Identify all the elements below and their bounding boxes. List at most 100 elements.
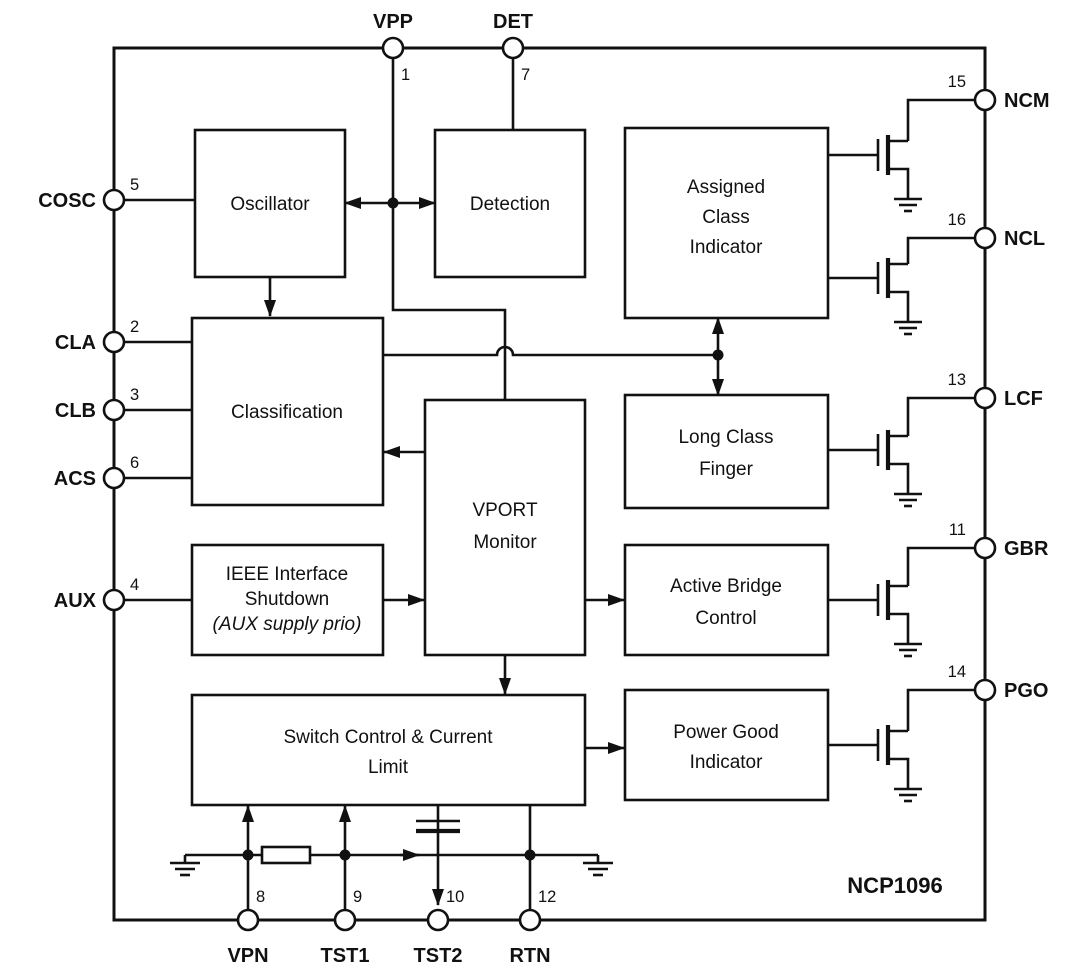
chip-name: NCP1096 [847, 873, 942, 898]
block-oscillator [193, 128, 347, 279]
wire-vpp-to-vport [391, 58, 507, 400]
pin-vpp [381, 36, 405, 60]
function-blocks: Oscillator Detection Assigned Class Indi… [190, 126, 830, 807]
pin-number-rtn: 12 [538, 888, 556, 906]
pin-number-tst1: 9 [353, 888, 362, 906]
block-aci-label-2: Class [702, 207, 750, 228]
block-long-class-finger [623, 393, 830, 510]
ground-symbol-right [581, 853, 615, 877]
block-vport-label-2: Monitor [473, 532, 537, 553]
block-classification [190, 316, 385, 507]
block-active-bridge-control [623, 543, 830, 657]
wire-drain-pgo [906, 688, 975, 731]
pin-tst1 [333, 908, 357, 932]
block-classification-label: Classification [231, 402, 343, 423]
pin-label-tst1: TST1 [321, 945, 370, 967]
mosfet-pgo [878, 725, 922, 801]
ground-symbol-left [168, 853, 202, 877]
wire-drain-ncl [906, 236, 975, 264]
block-oscillator-label: Oscillator [230, 194, 310, 215]
block-pgi-label-2: Indicator [690, 752, 764, 773]
block-aci-label-1: Assigned [687, 177, 765, 198]
output-transistors [878, 135, 922, 801]
pin-number-lcf: 13 [948, 371, 966, 389]
block-detection [433, 128, 587, 279]
block-lcf-label-2: Finger [699, 459, 754, 480]
junction-dot [712, 349, 724, 361]
block-vport-label-1: VPORT [472, 500, 538, 521]
pin-acs [102, 466, 126, 490]
pin-number-clb: 3 [130, 386, 139, 404]
pin-pgo [973, 678, 997, 702]
pin-label-ncm: NCM [1004, 90, 1050, 112]
pin-number-acs: 6 [130, 454, 139, 472]
pin-label-clb: CLB [55, 400, 96, 422]
wire-classification-bus [383, 345, 718, 357]
block-lcf-label-1: Long Class [678, 427, 773, 448]
pin-cla [102, 330, 126, 354]
pin-rtn [518, 908, 542, 932]
pin-number-det: 7 [521, 66, 530, 84]
pin-label-gbr: GBR [1004, 538, 1049, 560]
pin-number-vpn: 8 [256, 888, 265, 906]
block-abc-label-1: Active Bridge [670, 576, 782, 597]
junction-dots [242, 197, 724, 861]
block-power-good-indicator [623, 688, 830, 802]
block-detection-label: Detection [470, 194, 550, 215]
pin-label-lcf: LCF [1004, 388, 1043, 410]
pin-ncm [973, 88, 997, 112]
pin-label-ncl: NCL [1004, 228, 1045, 250]
block-switch-label-1: Switch Control & Current [283, 727, 493, 748]
block-ieee-label-1: IEEE Interface [226, 564, 349, 585]
pin-circles [102, 36, 997, 932]
pin-number-ncm: 15 [948, 73, 966, 91]
mosfet-gbr [878, 580, 922, 656]
block-aci-label-3: Indicator [690, 237, 764, 258]
pin-label-rtn: RTN [509, 945, 550, 967]
pin-label-det: DET [493, 11, 533, 33]
block-ieee-label-3: (AUX supply prio) [213, 614, 362, 635]
wire-drain-lcf [906, 396, 975, 436]
pin-label-aux: AUX [54, 590, 97, 612]
block-vport-monitor [423, 398, 587, 657]
mosfet-ncl [878, 258, 922, 334]
pin-number-tst2: 10 [446, 888, 464, 906]
resistor [260, 845, 312, 865]
pin-number-pgo: 14 [948, 663, 966, 681]
pin-lcf [973, 386, 997, 410]
junction-dot [339, 849, 351, 861]
block-abc-label-2: Control [695, 608, 756, 629]
pin-number-cla: 2 [130, 318, 139, 336]
junction-dot [524, 849, 536, 861]
junction-dot [242, 849, 254, 861]
block-assigned-class-indicator [623, 126, 830, 320]
pin-label-cosc: COSC [38, 190, 96, 212]
pin-number-aux: 4 [130, 576, 139, 594]
block-switch-control-current-limit [190, 693, 587, 807]
pin-number-ncl: 16 [948, 211, 966, 229]
pin-number-vpp: 1 [401, 66, 410, 84]
wire-drain-gbr [906, 546, 975, 586]
pin-label-acs: ACS [54, 468, 96, 490]
pin-clb [102, 398, 126, 422]
pin-label-vpp: VPP [373, 11, 413, 33]
mosfet-lcf [878, 430, 922, 506]
pin-cosc [102, 188, 126, 212]
mosfet-ncm [878, 135, 922, 211]
block-pgi-label-1: Power Good [673, 722, 779, 743]
wire-drain-ncm [906, 98, 975, 141]
pin-label-cla: CLA [55, 332, 96, 354]
block-ieee-label-2: Shutdown [245, 589, 330, 610]
pin-label-vpn: VPN [227, 945, 268, 967]
pin-number-cosc: 5 [130, 176, 139, 194]
pin-number-gbr: 11 [949, 521, 966, 539]
pin-tst2 [426, 908, 450, 932]
pin-det [501, 36, 525, 60]
pin-labels: VPP 1 DET 7 COSC 5 CLA 2 CLB 3 ACS 6 AUX… [38, 11, 1049, 967]
pin-label-pgo: PGO [1004, 680, 1048, 702]
pin-label-tst2: TST2 [414, 945, 463, 967]
pin-gbr [973, 536, 997, 560]
pin-vpn [236, 908, 260, 932]
